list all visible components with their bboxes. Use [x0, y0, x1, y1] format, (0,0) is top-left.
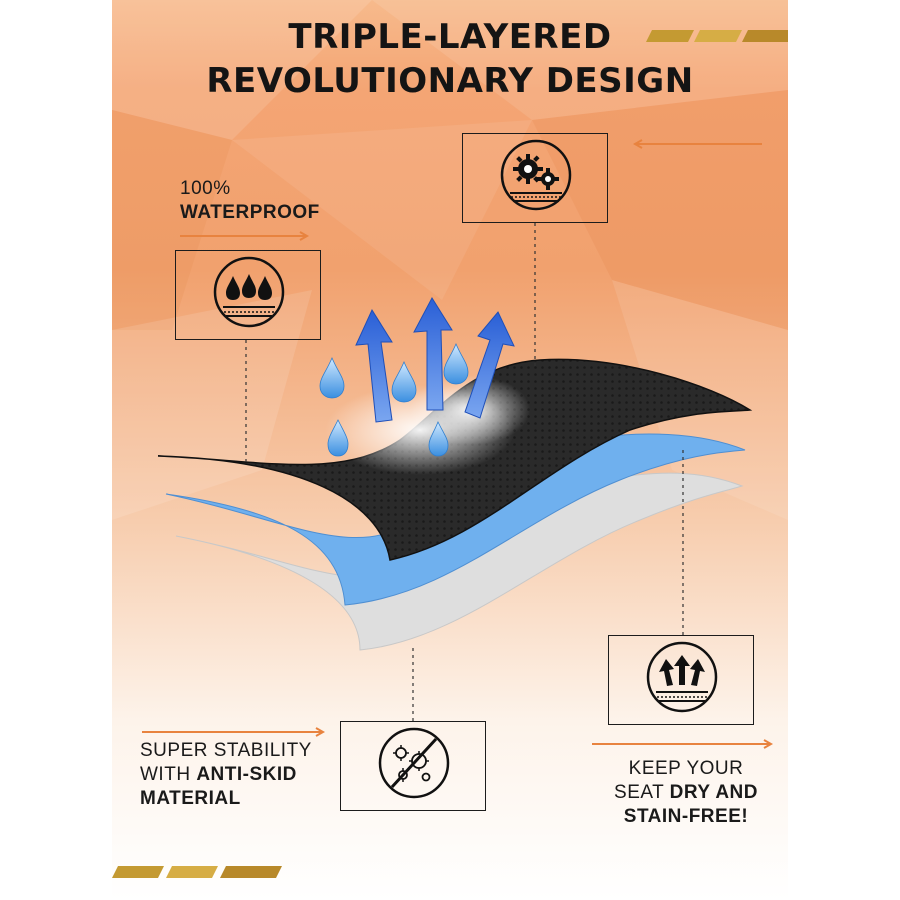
- dry-line1: KEEP YOUR: [628, 758, 744, 779]
- up-arrows-icon: [646, 641, 718, 713]
- waterproof-icon-box: [175, 250, 321, 340]
- water-drops-icon: [213, 256, 285, 328]
- dry-stain-free-label: KEEP YOUR SEAT DRY AND STAIN-FREE!: [595, 757, 777, 829]
- headline-line-2: REVOLUTIONARY DESIGN: [206, 61, 694, 101]
- anti-skid-line1: SUPER STABILITY: [140, 740, 312, 761]
- waterproof-label-line1: 100%: [180, 178, 231, 199]
- connector-lines: [245, 223, 684, 721]
- gold-stripes-top: [646, 30, 788, 42]
- gold-stripes-bottom: [112, 866, 282, 878]
- dry-icon-box: [608, 635, 754, 725]
- dry-line3: STAIN-FREE!: [623, 806, 749, 827]
- breathable-icon-box: [462, 133, 608, 223]
- anti-skid-line2-bold: ANTI-SKID: [196, 764, 297, 785]
- headline-line-1: TRIPLE-LAYERED: [288, 17, 612, 57]
- waterproof-label: 100% WATERPROOF: [180, 177, 320, 225]
- no-bacteria-icon: [378, 727, 450, 799]
- dry-line2-plain: SEAT: [614, 782, 670, 803]
- gears-icon: [500, 139, 572, 211]
- orange-pointers: [142, 139, 774, 749]
- anti-skid-label: SUPER STABILITY WITH ANTI-SKID MATERIAL: [140, 739, 312, 811]
- anti-skid-icon-box: [340, 721, 486, 811]
- anti-skid-line3: MATERIAL: [140, 788, 241, 809]
- water-drops: [319, 342, 469, 457]
- waterproof-label-line2: WATERPROOF: [180, 202, 320, 223]
- anti-skid-line2-plain: WITH: [140, 764, 197, 785]
- breathe-arrows: [355, 296, 515, 423]
- dry-line2-bold: DRY AND: [669, 782, 758, 803]
